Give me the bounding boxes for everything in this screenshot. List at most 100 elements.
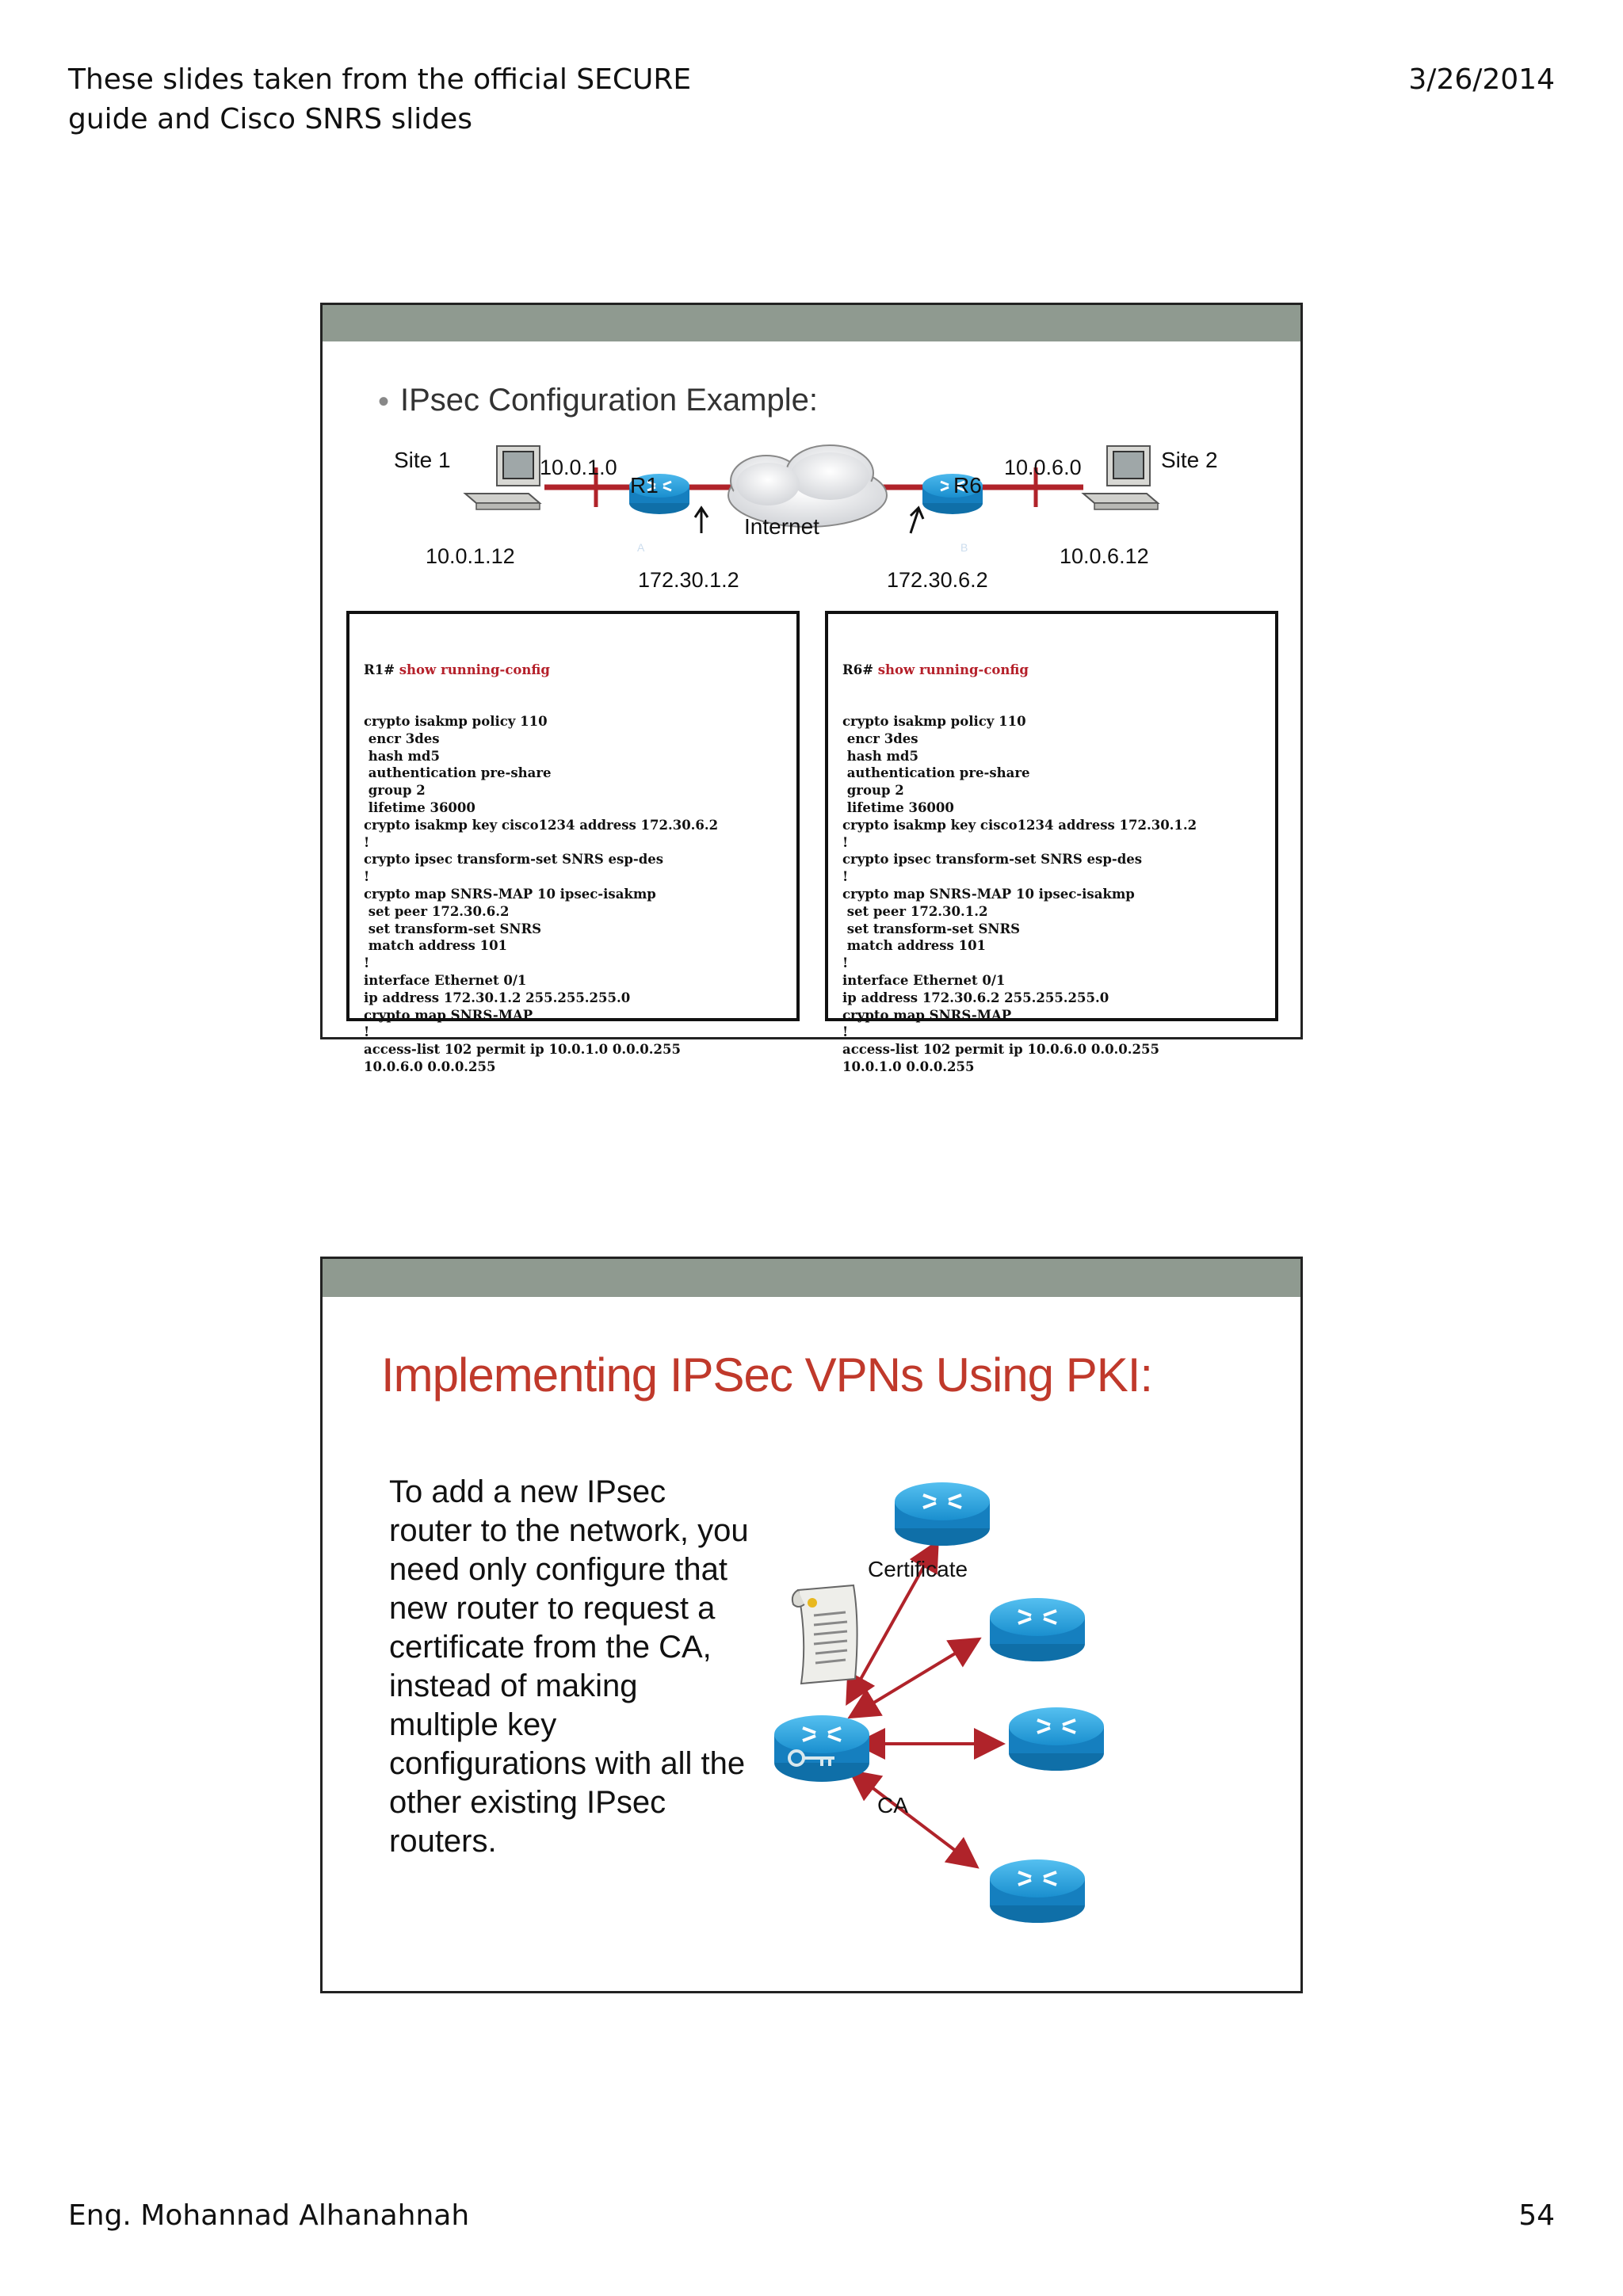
config-line: 10.0.1.0 0.0.0.255 xyxy=(842,1058,975,1074)
internet-cloud-icon xyxy=(727,444,888,528)
config-line: crypto map SNRS-MAP 10 ipsec-isakmp xyxy=(842,886,1135,902)
config-line: ! xyxy=(842,834,849,850)
config-line: group 2 xyxy=(364,783,426,799)
label-r6: R6 xyxy=(953,473,982,498)
config-line: crypto map SNRS-MAP xyxy=(842,1007,1012,1023)
label-r6-external-ip: 172.30.6.2 xyxy=(887,568,988,592)
peer-router-1-icon xyxy=(895,1482,990,1546)
label-site-1: Site 1 xyxy=(394,448,451,472)
label-internet: Internet xyxy=(744,514,819,539)
config-line: lifetime 36000 xyxy=(364,799,475,815)
peer-router-4-icon xyxy=(990,1859,1085,1923)
config-line: authentication pre-share xyxy=(364,765,552,781)
config-line: ! xyxy=(842,869,849,885)
slide-title-bar xyxy=(323,1259,1300,1297)
pki-diagram xyxy=(774,1482,1104,1923)
config-r6-lines: crypto isakmp policy 110 encr 3des hash … xyxy=(842,713,1275,1076)
peer-router-2-icon xyxy=(990,1598,1085,1661)
arrow-r1-external xyxy=(693,505,709,533)
label-net-10-0-6-0: 10.0.6.0 xyxy=(1004,456,1082,479)
ca-router-icon xyxy=(774,1715,869,1782)
slide-pki-vpns: Implementing IPSec VPNs Using PKI: To ad… xyxy=(320,1257,1303,1993)
config-box-r6: R6# show running-config crypto isakmp po… xyxy=(825,611,1278,1074)
router-r6-icon xyxy=(922,474,983,514)
footer-page-number: 54 xyxy=(1518,2199,1555,2232)
body-text-line: configurations with all the xyxy=(389,1746,746,1781)
body-text-line: router to the network, you xyxy=(389,1513,749,1548)
arrow-r6-external xyxy=(909,505,925,534)
config-line: crypto isakmp policy 110 xyxy=(364,713,548,729)
slide-ipsec-config-example: • IPsec Configuration Example: xyxy=(320,303,1303,1074)
label-r6-badge: B xyxy=(960,541,968,554)
key-icon xyxy=(788,1749,834,1767)
body-text-line: multiple key xyxy=(389,1707,557,1742)
config-line: ip address 172.30.6.2 255.255.255.0 xyxy=(842,990,1109,1005)
peer-router-3-icon xyxy=(1009,1707,1104,1771)
label-host-10-0-1-12: 10.0.1.12 xyxy=(426,544,515,568)
config-line: match address 101 xyxy=(364,938,508,954)
config-line: lifetime 36000 xyxy=(842,799,954,815)
config-line: match address 101 xyxy=(842,938,987,954)
footer-author: Eng. Mohannad Alhanahnah xyxy=(68,2199,470,2232)
config-line: ! xyxy=(842,955,849,971)
config-box-r1: R1# show running-config crypto isakmp po… xyxy=(346,611,800,1074)
config-line: crypto ipsec transform-set SNRS esp-des xyxy=(364,852,664,868)
config-r1-prompt: R1# xyxy=(364,662,399,677)
config-line: crypto isakmp key cisco1234 address 172.… xyxy=(842,817,1197,833)
router-r1-icon xyxy=(629,474,689,514)
config-r6-command-line: R6# show running-config xyxy=(842,662,1275,679)
config-line: crypto map SNRS-MAP xyxy=(364,1007,533,1023)
link-ca-router-2 xyxy=(847,1637,982,1719)
config-line: ip address 172.30.1.2 255.255.255.0 xyxy=(364,990,631,1005)
slide-title: IPsec Configuration Example: xyxy=(400,383,818,418)
body-text-line: need only configure that xyxy=(389,1552,727,1587)
config-line: group 2 xyxy=(842,783,904,799)
config-r1-command-line: R1# show running-config xyxy=(364,662,796,679)
slide-title: Implementing IPSec VPNs Using PKI: xyxy=(381,1348,1153,1402)
label-host-10-0-6-12: 10.0.6.12 xyxy=(1060,544,1149,568)
config-line: hash md5 xyxy=(842,748,918,764)
config-line: hash md5 xyxy=(364,748,440,764)
config-line: authentication pre-share xyxy=(842,765,1030,781)
config-line: encr 3des xyxy=(842,730,918,746)
config-line: set peer 172.30.6.2 xyxy=(364,903,510,919)
config-line: crypto ipsec transform-set SNRS esp-des xyxy=(842,852,1143,868)
body-text-line: instead of making xyxy=(389,1669,638,1703)
config-line: ! xyxy=(364,955,370,971)
header-source-line-1: These slides taken from the official SEC… xyxy=(68,63,692,96)
config-line: interface Ethernet 0/1 xyxy=(842,972,1006,988)
config-r1-command: show running-config xyxy=(399,662,550,677)
site2-pc-icon xyxy=(1081,445,1160,510)
config-r6-command: show running-config xyxy=(877,662,1029,677)
config-line: access-list 102 permit ip 10.0.6.0 0.0.0… xyxy=(842,1042,1159,1058)
label-net-10-0-1-0: 10.0.1.0 xyxy=(540,456,617,479)
config-line: set peer 172.30.1.2 xyxy=(842,903,988,919)
label-r1: R1 xyxy=(630,473,659,498)
config-r1-lines: crypto isakmp policy 110 encr 3des hash … xyxy=(364,713,796,1076)
bullet-marker: • xyxy=(378,384,390,419)
config-line: access-list 102 permit ip 10.0.1.0 0.0.0… xyxy=(364,1042,681,1058)
header-date: 3/26/2014 xyxy=(1408,63,1555,96)
certificate-icon xyxy=(791,1584,858,1685)
network-topology-diagram xyxy=(463,444,1160,534)
config-line: set transform-set SNRS xyxy=(364,921,542,936)
config-line: interface Ethernet 0/1 xyxy=(364,972,527,988)
config-line: crypto isakmp key cisco1234 address 172.… xyxy=(364,817,719,833)
slide-title-bar xyxy=(323,305,1300,341)
slide-body-text: To add a new IPsec router to the network,… xyxy=(389,1473,749,1861)
config-line: encr 3des xyxy=(364,730,440,746)
config-line: ! xyxy=(364,1024,370,1040)
body-text-line: routers. xyxy=(389,1824,497,1859)
body-text-line: other existing IPsec xyxy=(389,1785,666,1820)
body-text-line: To add a new IPsec xyxy=(389,1474,666,1509)
header-source-line-2: guide and Cisco SNRS slides xyxy=(68,103,473,135)
config-line: set transform-set SNRS xyxy=(842,921,1021,936)
label-site-2: Site 2 xyxy=(1161,448,1218,472)
body-text-line: certificate from the CA, xyxy=(389,1630,712,1665)
label-r1-external-ip: 172.30.1.2 xyxy=(638,568,739,592)
config-line: crypto map SNRS-MAP 10 ipsec-isakmp xyxy=(364,886,656,902)
config-line: ! xyxy=(842,1024,849,1040)
link-ca-router-4 xyxy=(848,1769,980,1869)
body-text-line: new router to request a xyxy=(389,1591,716,1626)
config-line: crypto isakmp policy 110 xyxy=(842,713,1026,729)
